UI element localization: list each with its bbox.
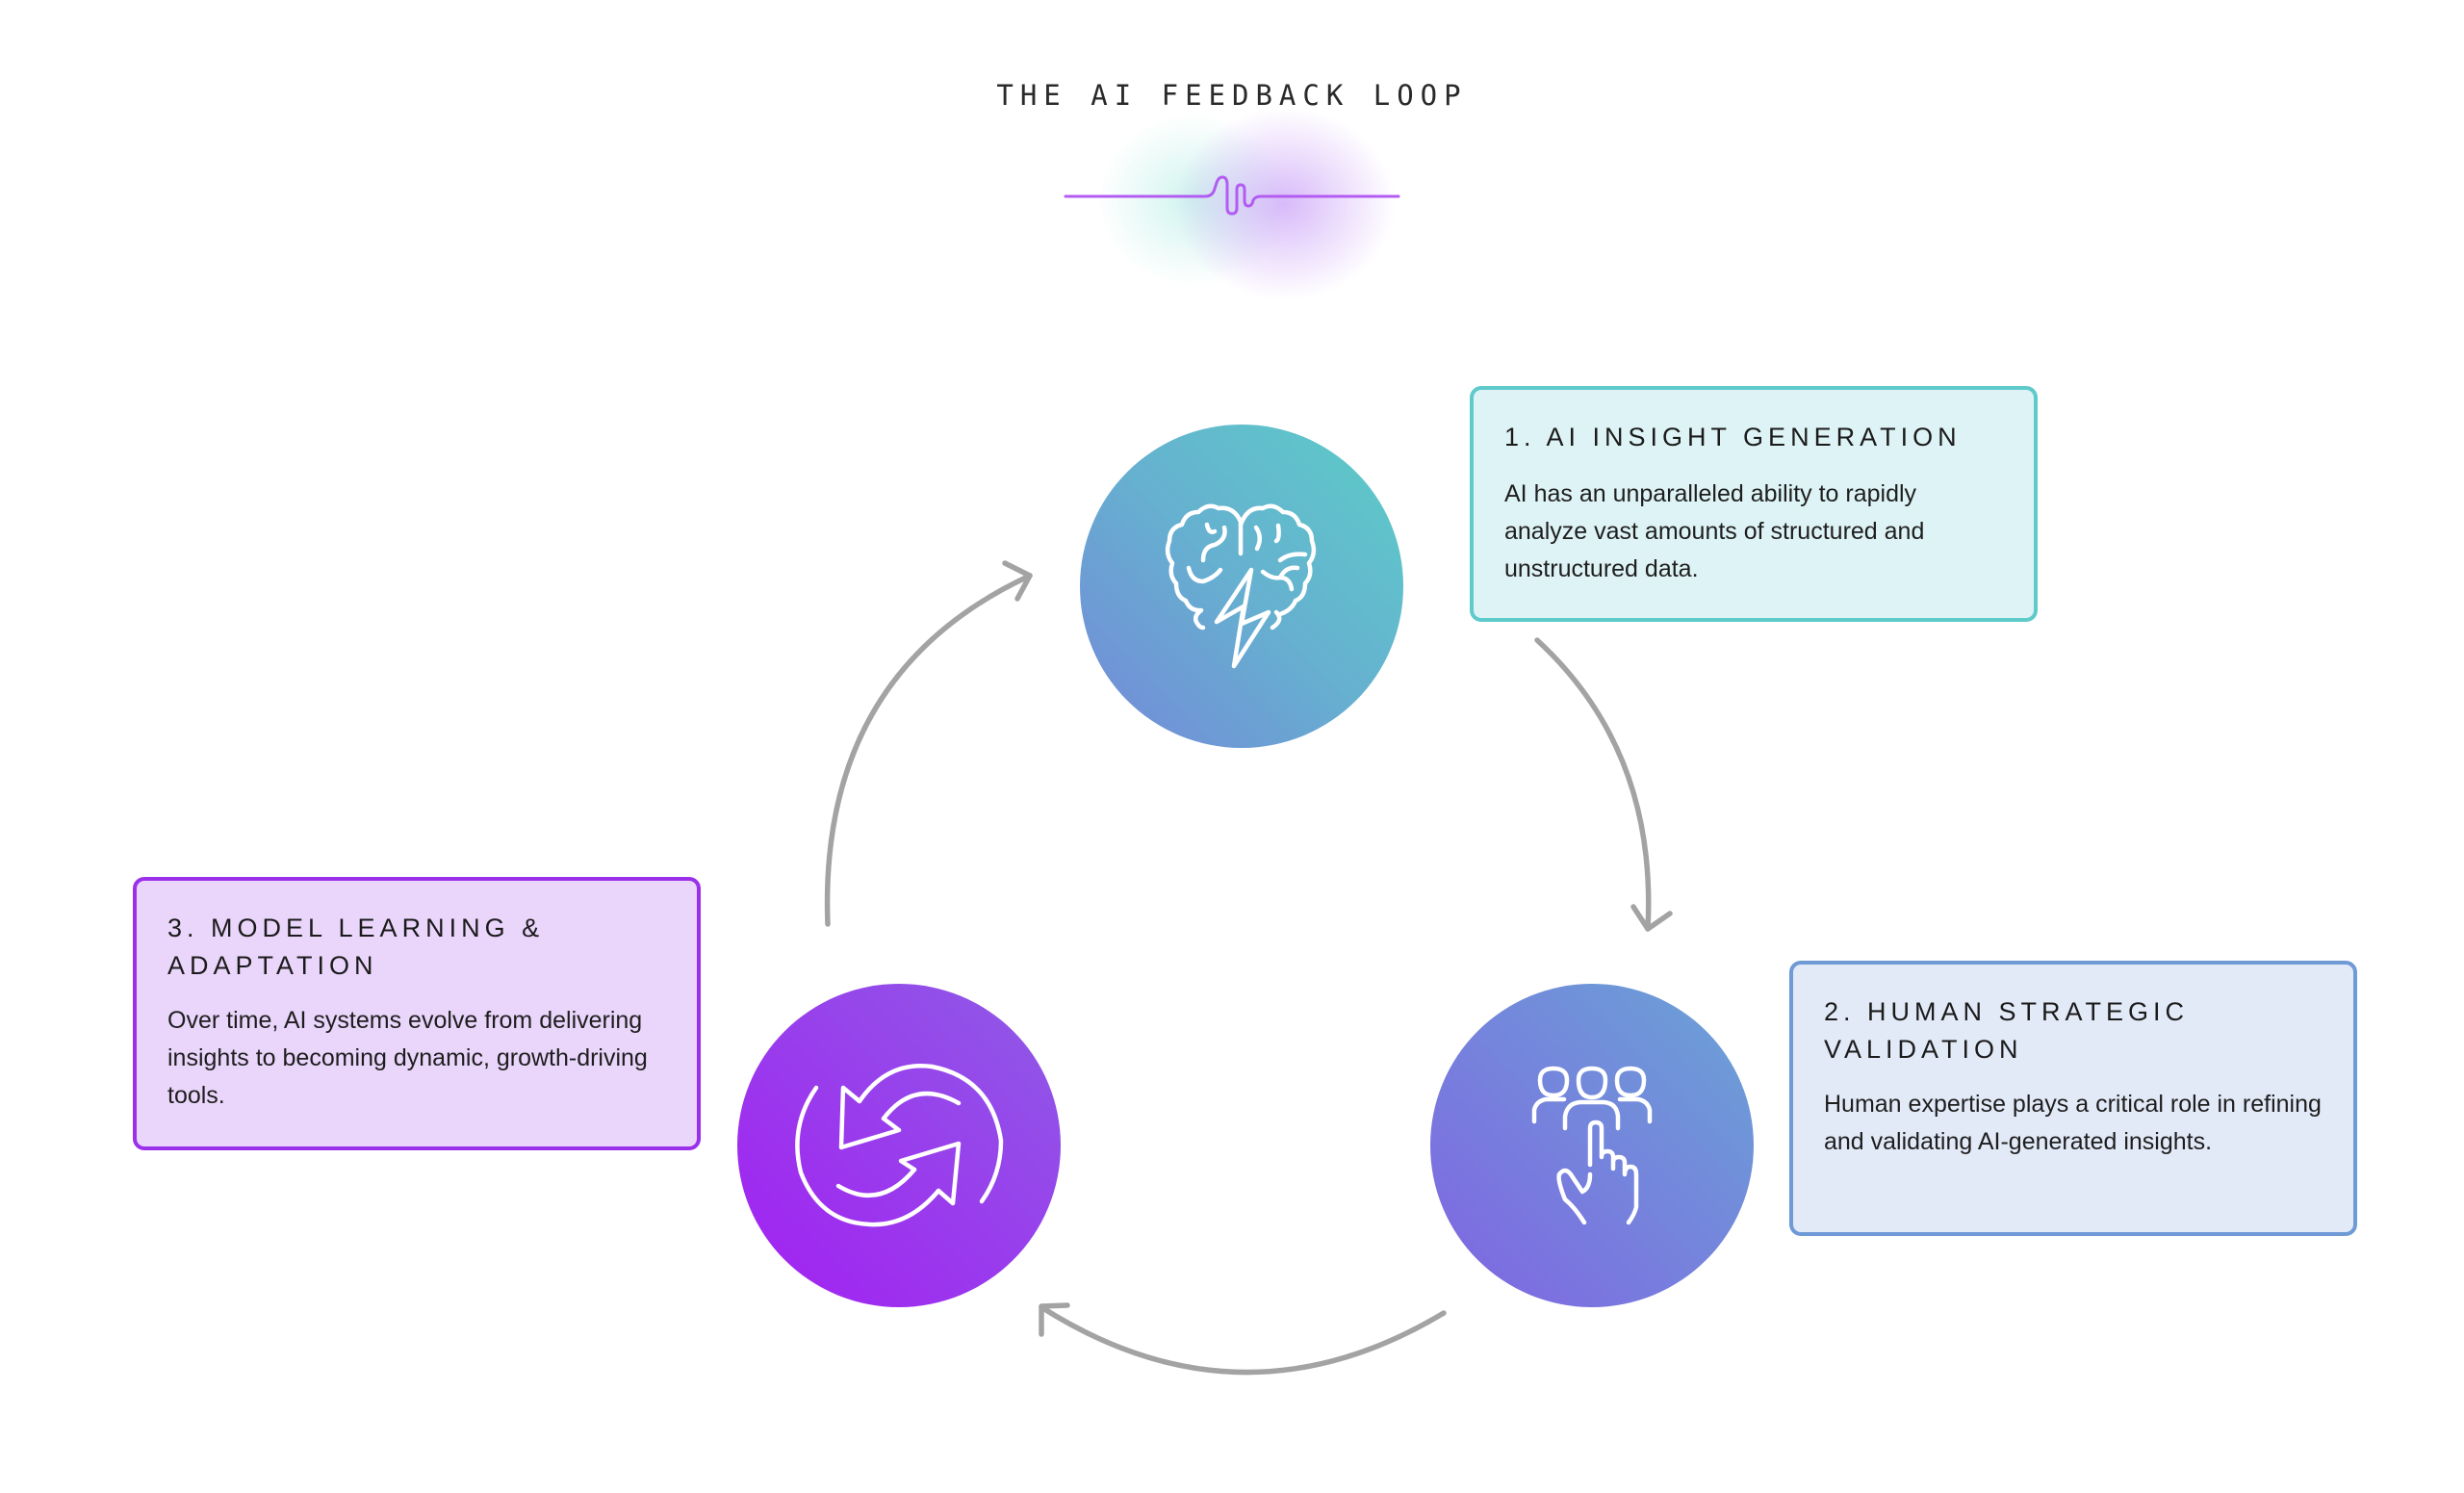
step-2-circle bbox=[1430, 984, 1754, 1307]
step-1-description: AI has an unparalleled ability to rapidl… bbox=[1504, 480, 1925, 582]
step-2-title: 2. HUMAN STRATEGIC VALIDATION bbox=[1824, 997, 2190, 1064]
brain-lightning-icon bbox=[1165, 503, 1317, 669]
step-1-circle bbox=[1080, 425, 1403, 748]
connector-arrow-1-to-2 bbox=[1534, 637, 1673, 932]
header-glow-purple bbox=[1174, 108, 1396, 300]
refresh-cycle-icon bbox=[795, 1064, 1004, 1227]
waveform-line-icon bbox=[1064, 175, 1400, 216]
step-3-title: 3. MODEL LEARNING & ADAPTATION bbox=[167, 914, 545, 980]
diagram-title: THE AI FEEDBACK LOOP bbox=[996, 79, 1468, 112]
connector-arrow-3-to-1 bbox=[824, 560, 1033, 927]
step-1-title: 1. AI INSIGHT GENERATION bbox=[1504, 423, 1962, 451]
step-1-card: 1. AI INSIGHT GENERATION AI has an unpar… bbox=[1470, 386, 2038, 622]
people-pointing-hand-icon bbox=[1531, 1066, 1653, 1225]
step-2-card: 2. HUMAN STRATEGIC VALIDATION Human expe… bbox=[1789, 961, 2357, 1236]
step-3-circle bbox=[737, 984, 1061, 1307]
step-3-description: Over time, AI systems evolve from delive… bbox=[167, 1007, 648, 1109]
connector-arrow-2-to-3 bbox=[1039, 1302, 1447, 1376]
step-3-card: 3. MODEL LEARNING & ADAPTATION Over time… bbox=[133, 877, 701, 1150]
step-2-description: Human expertise plays a critical role in… bbox=[1824, 1091, 2322, 1155]
